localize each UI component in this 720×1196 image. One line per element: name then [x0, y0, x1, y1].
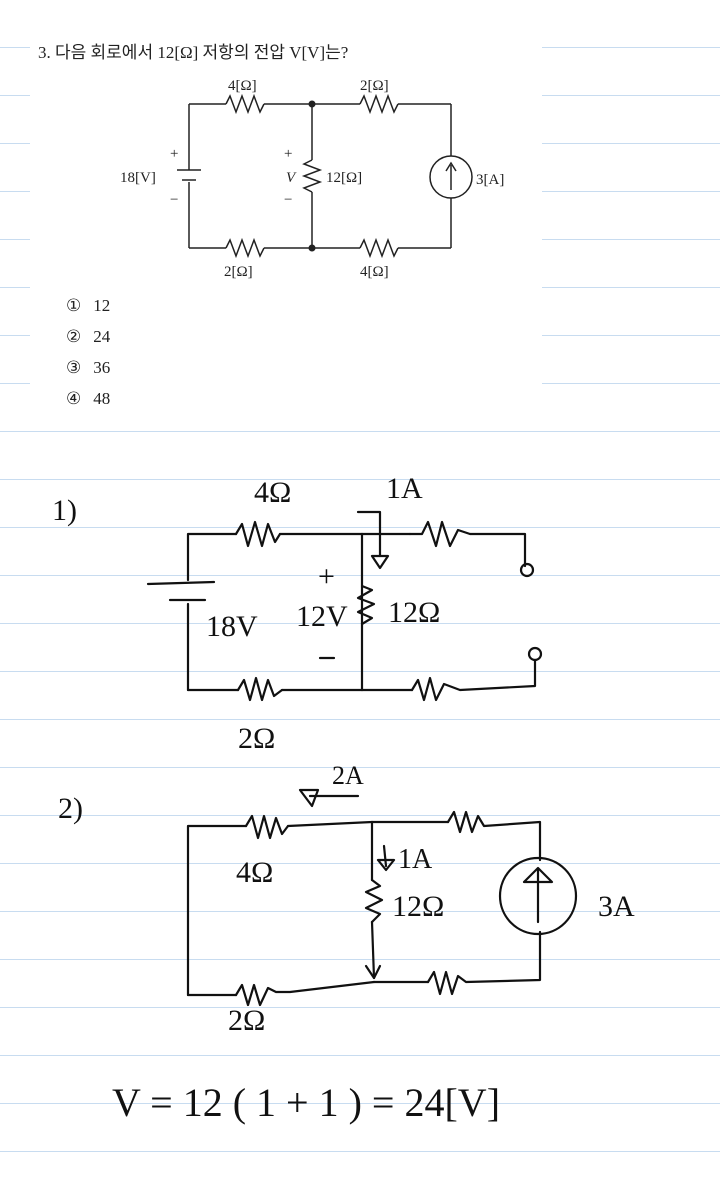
plus-sign-source: +	[170, 146, 178, 162]
step1-terminal-bottom	[527, 646, 543, 662]
step1-resistor-top	[234, 520, 282, 548]
label-i-source: 3[A]	[476, 172, 504, 188]
question-panel: 3. 다음 회로에서 12[Ω] 저항의 전압 V[V]는?	[30, 28, 542, 428]
step1-label-current: 1A	[386, 472, 423, 505]
step2-resistor-top-left	[244, 814, 290, 840]
resistor-top-right	[359, 93, 399, 115]
label-r-middle: 12[Ω]	[326, 170, 362, 186]
label-r-top-right: 2[Ω]	[360, 78, 389, 94]
resistor-middle	[301, 159, 323, 193]
resistor-bottom-right	[359, 237, 399, 259]
step2-current-arrow-left	[298, 788, 320, 808]
label-v-source: 18[V]	[120, 170, 156, 186]
step1-plus: +	[318, 560, 335, 593]
resistor-top-left	[225, 93, 265, 115]
step1-circuit	[146, 510, 543, 702]
node-top	[308, 100, 316, 108]
node-bottom	[308, 244, 316, 252]
step1-terminal-top	[519, 562, 535, 578]
step2-label-r-bottom: 2Ω	[228, 1004, 265, 1037]
step1-battery-long	[146, 580, 216, 586]
step2-source-arrow	[522, 866, 554, 884]
step1-label-mid-v: 12V	[296, 600, 348, 633]
step1-label-mid-r: 12Ω	[388, 596, 440, 629]
label-v: V	[286, 170, 297, 186]
label-r-top-left: 4[Ω]	[228, 78, 257, 94]
label-r-bottom-left: 2[Ω]	[224, 264, 253, 280]
plus-sign-middle: +	[284, 146, 292, 162]
step2-circuit	[186, 788, 578, 1007]
step2-label-arrow: 2A	[332, 761, 364, 790]
minus-sign-middle: −	[284, 192, 292, 208]
minus-sign-source: −	[170, 192, 178, 208]
step2-current-source	[498, 856, 578, 936]
step2-label-r-top: 4Ω	[236, 856, 273, 889]
answer-equation: V = 12 ( 1 + 1 ) = 24[V]	[112, 1080, 500, 1125]
step1-current-arrow	[370, 554, 390, 570]
question-title: 3. 다음 회로에서 12[Ω] 저항의 전압 V[V]는?	[38, 43, 349, 62]
step1-resistor-bottom-right	[410, 658, 537, 702]
step2-resistor-middle	[364, 878, 384, 924]
step2-marker: 2)	[58, 792, 83, 825]
step2-resistor-bottom-left	[234, 980, 376, 1007]
step2-label-current: 1A	[398, 844, 433, 875]
step1-resistor-bottom	[236, 676, 284, 702]
step1-label-r-top: 4Ω	[254, 476, 291, 509]
step2-resistor-bottom-right	[426, 930, 542, 996]
step2-resistor-top-right	[446, 810, 542, 862]
step1-label-r-bottom: 2Ω	[238, 722, 275, 755]
step1-resistor-top-right	[408, 520, 527, 568]
current-source	[429, 155, 473, 199]
step2-label-mid-r: 12Ω	[392, 890, 444, 923]
step1-marker: 1)	[52, 494, 77, 527]
step2-current-arrow-down	[376, 858, 396, 872]
printed-circuit: 4[Ω] 2[Ω] 2[Ω] 4[Ω] 12[Ω] 18[V] 3[A] V +…	[120, 78, 504, 280]
step1-label-source-v: 18V	[206, 610, 258, 643]
label-r-bottom-right: 4[Ω]	[360, 264, 389, 280]
step1-resistor-middle	[356, 584, 376, 626]
step2-label-source: 3A	[598, 890, 635, 923]
resistor-bottom-left	[225, 237, 265, 259]
